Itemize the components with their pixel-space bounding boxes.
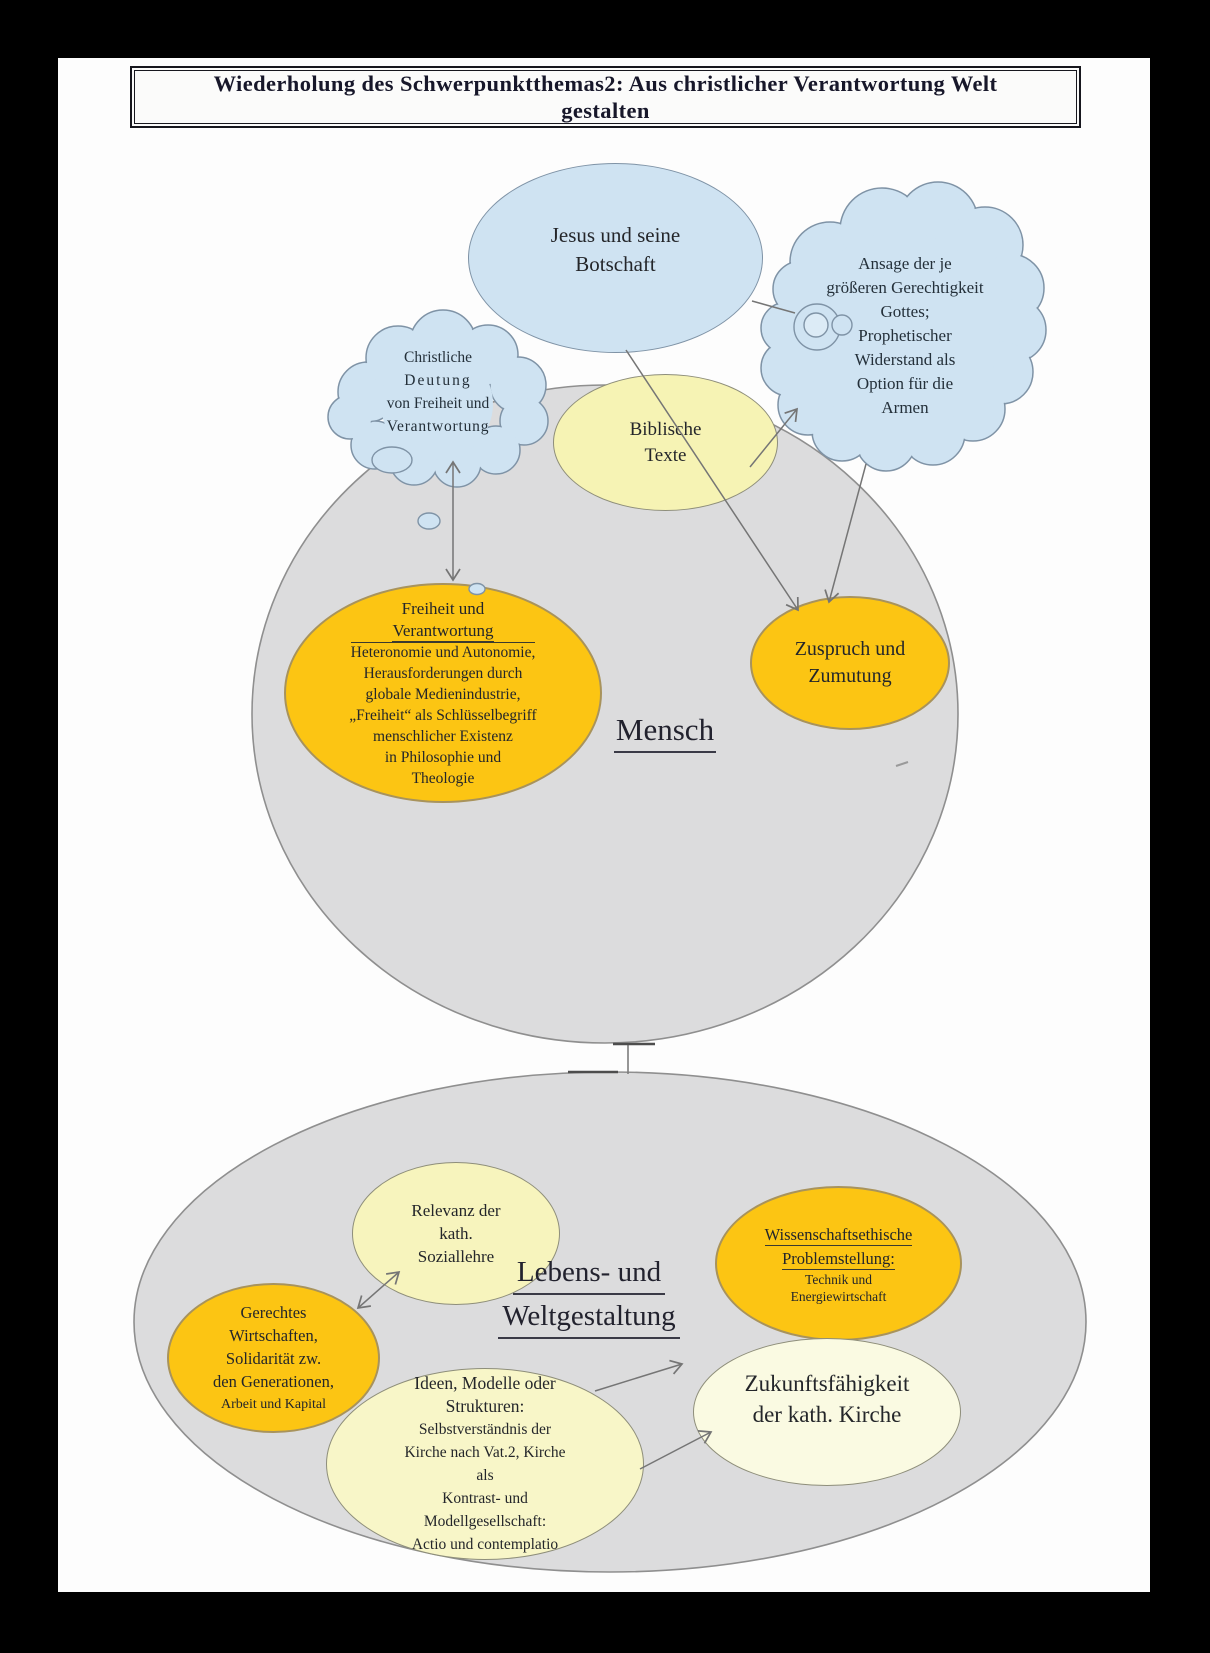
node-text: Zukunftsfähigkeit (744, 1371, 910, 1396)
node-text: Jesus und seine (550, 223, 681, 247)
node-text: Gerechtes (240, 1302, 307, 1322)
node-text: Herausforderungen durch (363, 664, 523, 682)
node-heading: Strukturen: (445, 1396, 525, 1416)
node-text: Biblische (629, 418, 702, 440)
node-text: Zuspruch und (794, 638, 906, 660)
node-heading: Verantwortung (392, 620, 494, 642)
node-text: Kirche nach Vat.2, Kirche (404, 1444, 566, 1461)
node-text: globale Medienindustrie, (365, 685, 521, 703)
node-text: Relevanz der (411, 1201, 501, 1220)
node-text: Technik und (805, 1271, 872, 1287)
node-heading: Ideen, Modelle oder (414, 1373, 556, 1393)
node-text: der kath. Kirche (752, 1402, 902, 1427)
node-gerechtes-wirtschaften: Gerechtes Wirtschaften, Solidarität zw. … (167, 1283, 380, 1433)
node-zuspruch-zumutung: Zuspruch und Zumutung (750, 596, 950, 730)
node-text: Wirtschaften, (229, 1325, 318, 1345)
node-text: Texte (644, 444, 687, 466)
node-biblische-texte: Biblische Texte (553, 374, 778, 511)
node-freiheit-verantwortung: Freiheit und Verantwortung Heteronomie u… (284, 583, 602, 803)
node-text: „Freiheit“ als Schlüsselbegriff (349, 706, 537, 724)
node-text: Zumutung (808, 665, 892, 687)
node-text: Botschaft (575, 252, 656, 276)
node-text: Modellgesellschaft: (423, 1513, 547, 1530)
title-box: Wiederholung des Schwerpunktthemas2: Aus… (130, 66, 1081, 128)
mensch-region-label: Mensch (585, 712, 745, 753)
node-text: Selbstverständnis der (418, 1421, 552, 1438)
node-ideen-modelle-strukturen: Ideen, Modelle oder Strukturen: Selbstve… (326, 1368, 644, 1560)
title-inner-border: Wiederholung des Schwerpunktthemas2: Aus… (134, 70, 1077, 124)
cloud-ansage-text: Ansage der je größeren Gerechtigkeit Got… (826, 254, 984, 417)
node-text: Energiewirtschaft (790, 1288, 887, 1304)
lebens-weltgestaltung-region-label: Lebens- und Weltgestaltung (489, 1256, 689, 1344)
cloud-christliche-text: Christliche Deutung von Freiheit und Ver… (386, 349, 490, 435)
node-text: menschlicher Existenz (373, 727, 513, 745)
node-text: kath. (439, 1224, 473, 1243)
node-text: Theologie (411, 769, 475, 787)
node-text: Arbeit und Kapital (221, 1396, 326, 1412)
node-text: in Philosophie und (384, 748, 502, 766)
node-jesus-botschaft: Jesus und seine Botschaft (468, 163, 763, 353)
page-title-line1: Wiederholung des Schwerpunktthemas2: Aus… (213, 71, 998, 96)
node-text: Kontrast- und (442, 1490, 528, 1507)
node-text: Heteronomie und Autonomie, (350, 641, 536, 661)
page-title-line2: gestalten (561, 98, 650, 123)
node-text: den Generationen, (213, 1371, 334, 1391)
node-text: Solidarität zw. (225, 1348, 322, 1368)
node-wissenschaftsethische-problemstellung: Wissenschaftsethische Problemstellung: T… (715, 1186, 962, 1341)
node-text: als (476, 1467, 494, 1484)
node-heading: Freiheit und (401, 598, 485, 618)
node-text: Soziallehre (417, 1247, 495, 1266)
node-zukunftsfaehigkeit-kirche: Zukunftsfähigkeit der kath. Kirche (693, 1338, 961, 1486)
node-heading: Problemstellung: (782, 1248, 895, 1270)
node-heading: Wissenschaftsethische (764, 1224, 913, 1246)
node-text: Actio und contemplatio (411, 1536, 559, 1553)
